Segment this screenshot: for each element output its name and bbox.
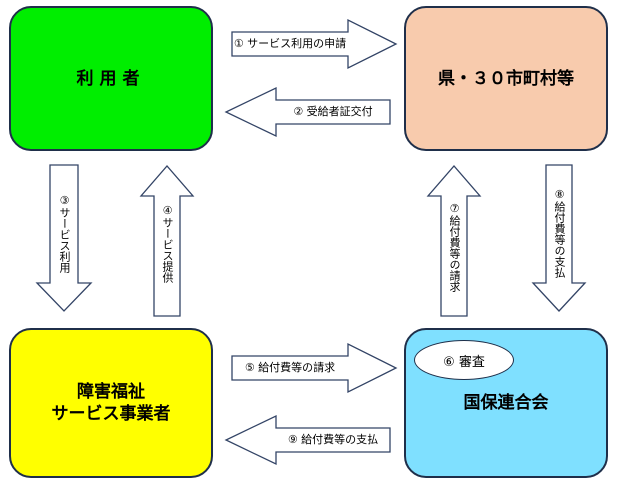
- prefecture-node: 県・３０市町村等: [404, 6, 608, 151]
- arrow-7-label: ⑦給付費等の請求: [448, 202, 461, 292]
- provider-label: 障害福祉 サービス事業者: [51, 382, 171, 424]
- arrow-2-label: ② 受給者証交付: [293, 105, 373, 118]
- arrow-2-left: [224, 86, 391, 138]
- arrow-5-right: [231, 342, 398, 394]
- arrow-1-label: ① サービス利用の申請: [233, 37, 347, 50]
- arrow-9-label: ⑨ 給付費等の支払: [287, 433, 379, 446]
- user-label: 利用者: [76, 68, 146, 89]
- arrow-3-down: [35, 164, 93, 312]
- arrow-4-label: ④サービス提供: [161, 204, 174, 283]
- arrow-3-label: ③サービス利用: [58, 194, 71, 273]
- arrow-9-left: [224, 414, 391, 466]
- kokuho-label: 国保連合会: [463, 393, 549, 413]
- review-ellipse: ⑥ 審査: [414, 340, 514, 380]
- user-node: 利用者: [9, 6, 213, 151]
- provider-node: 障害福祉 サービス事業者: [9, 328, 213, 478]
- arrow-4-up: [139, 165, 195, 317]
- arrow-8-label: ⑧給付費等の支払: [553, 188, 566, 278]
- prefecture-label: 県・３０市町村等: [438, 68, 574, 89]
- arrow-7-up: [426, 165, 482, 317]
- arrow-1-right: [231, 18, 398, 70]
- review-label: ⑥ 審査: [443, 354, 485, 370]
- arrow-8-down: [531, 164, 587, 312]
- arrow-5-label: ⑤ 給付費等の請求: [244, 361, 336, 374]
